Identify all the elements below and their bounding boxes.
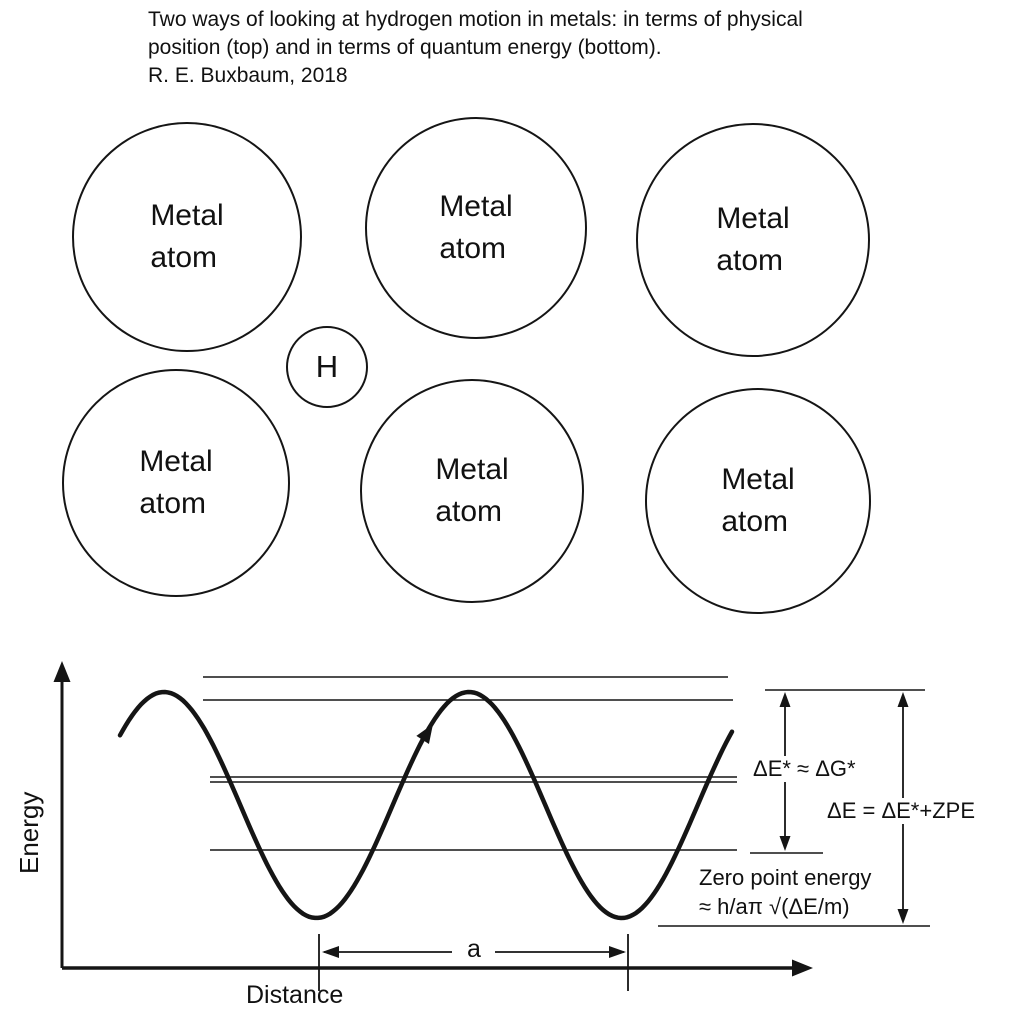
caption-line-1: Two ways of looking at hydrogen motion i…: [148, 8, 803, 31]
curve-direction-arrowhead: [416, 724, 433, 745]
metal-atom-circle: Metal atom: [62, 369, 290, 597]
zpe-annotation-line-2: ≈ h/aπ √(ΔE/m): [699, 894, 850, 919]
total-energy-annotation: ΔE = ΔE*+ZPE: [825, 798, 978, 824]
metal-atom-label-line: atom: [439, 232, 507, 265]
potential-energy-curve: [117, 689, 735, 921]
metal-atom-label-line: Metal: [439, 190, 513, 223]
caption-line-3: R. E. Buxbaum, 2018: [148, 64, 348, 87]
metal-atom-label: Metal atom: [150, 195, 223, 279]
metal-atom-label: Metal atom: [721, 459, 794, 543]
lattice-dim-arrowhead-left: [322, 946, 339, 958]
delta-e-star-arrow-top-head: [779, 692, 791, 707]
zpe-annotation-line-1: Zero point energy: [699, 865, 872, 890]
metal-atom-circle: Metal atom: [360, 379, 584, 603]
delta-e-arrow-bottom-head: [897, 909, 909, 924]
metal-atom-label: Metal atom: [716, 198, 789, 282]
metal-atom-label-line: Metal: [139, 445, 213, 478]
metal-atom-label-line: Metal: [721, 463, 795, 496]
metal-atom-circle: Metal atom: [365, 117, 587, 339]
metal-atom-circle: Metal atom: [645, 388, 871, 614]
metal-atom-label-line: atom: [716, 244, 784, 277]
activation-energy-annotation: ΔE* ≈ ΔG*: [751, 756, 858, 782]
caption-line-2: position (top) and in terms of quantum e…: [148, 36, 662, 59]
metal-atom-label-line: Metal: [150, 199, 224, 232]
metal-atom-label: Metal atom: [439, 186, 512, 270]
y-axis-arrowhead: [53, 661, 71, 682]
metal-atom-label: Metal atom: [435, 449, 508, 533]
hydrogen-atom-label: H: [315, 349, 339, 384]
lattice-dim-arrowhead-right: [609, 946, 626, 958]
metal-atom-label-line: Metal: [435, 453, 509, 486]
lattice-spacing-label: a: [464, 935, 484, 964]
metal-atom-label: Metal atom: [139, 441, 212, 525]
metal-atom-label-line: atom: [150, 241, 218, 274]
metal-atom-circle: Metal atom: [636, 123, 870, 357]
metal-atom-circle: Metal atom: [72, 122, 302, 352]
x-axis-label: Distance: [246, 981, 344, 1009]
y-axis-label: Energy: [14, 791, 44, 874]
delta-e-arrow-top-head: [897, 692, 909, 707]
metal-atom-label-line: atom: [435, 495, 503, 528]
x-axis-arrowhead: [792, 959, 813, 977]
metal-atom-label-line: atom: [721, 505, 789, 538]
hydrogen-atom-circle: H: [286, 326, 368, 408]
figure-caption: Two ways of looking at hydrogen motion i…: [148, 6, 803, 90]
metal-atom-label-line: Metal: [716, 202, 790, 235]
zero-point-energy-annotation: Zero point energy ≈ h/aπ √(ΔE/m): [699, 863, 871, 921]
metal-atom-label-line: atom: [139, 487, 207, 520]
delta-e-star-arrow-bottom-head: [779, 836, 791, 851]
